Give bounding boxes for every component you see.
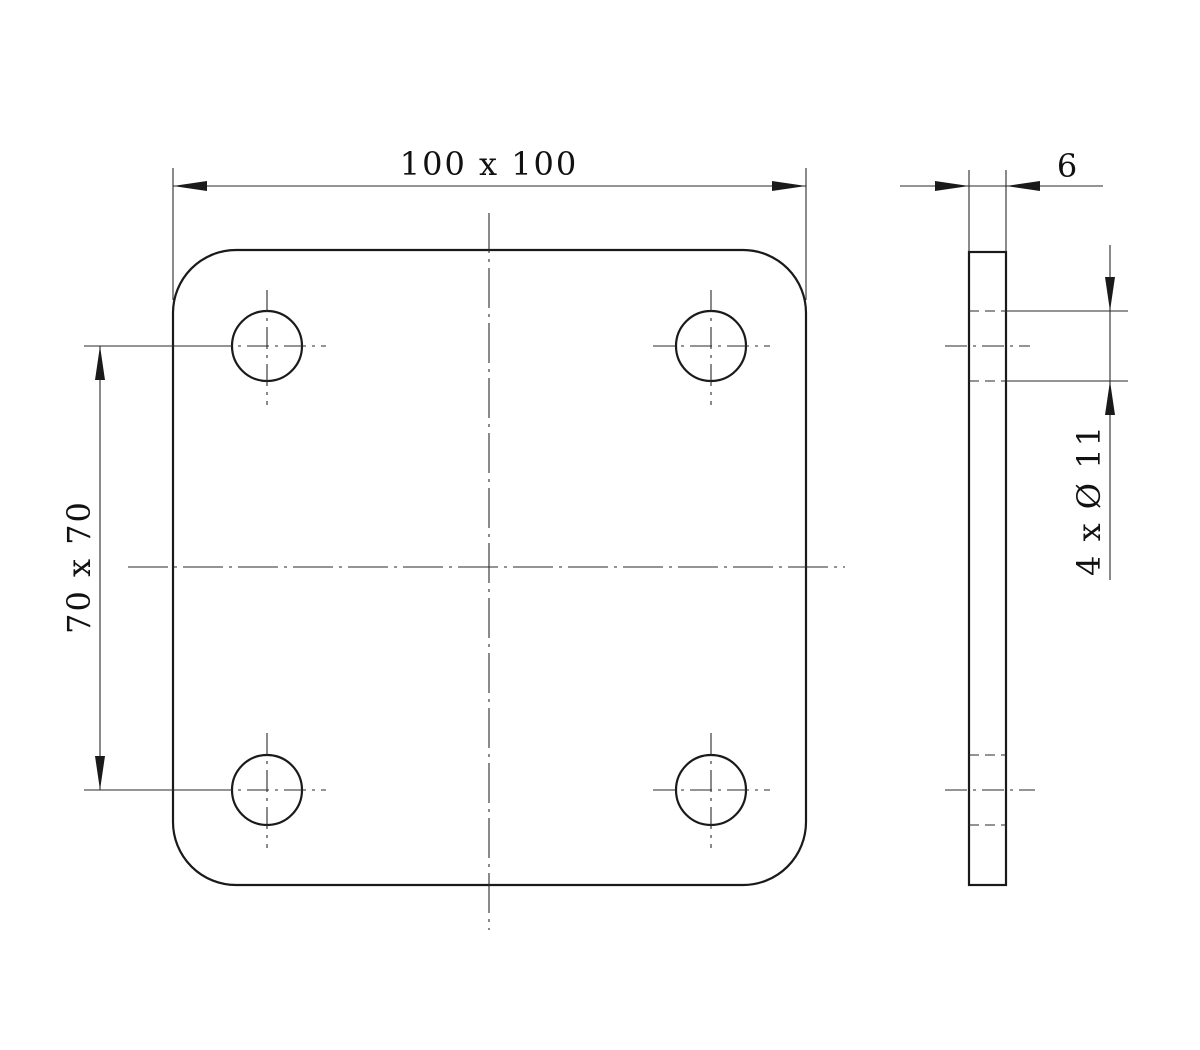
front-view (128, 213, 845, 930)
arrow-down-icon (95, 756, 105, 790)
arrow-left-icon (1006, 181, 1040, 191)
hole-spacing-dimension (84, 345, 212, 791)
arrow-up-icon (95, 346, 105, 380)
arrow-right-icon (935, 181, 969, 191)
arrow-right-icon (772, 181, 806, 191)
thickness-dimension (900, 170, 1103, 252)
hole-bottom-left (210, 733, 326, 848)
hole-diameter-label: 4 x Ø 11 (1070, 424, 1108, 576)
overall-size-dimension (172, 168, 807, 300)
overall-size-label: 100 x 100 (400, 145, 579, 183)
side-outline (967, 250, 1008, 887)
side-view (945, 250, 1128, 887)
hole-bottom-right (653, 733, 770, 848)
thickness-label: 6 (1057, 147, 1079, 185)
hole-top-left (210, 290, 326, 405)
arrow-up-icon (1105, 381, 1115, 415)
hole-diameter-dimension (1105, 245, 1115, 580)
hole-spacing-label: 70 x 70 (60, 500, 98, 634)
hole-top-right (653, 290, 770, 405)
arrow-left-icon (173, 181, 207, 191)
arrow-down-icon (1105, 277, 1115, 311)
